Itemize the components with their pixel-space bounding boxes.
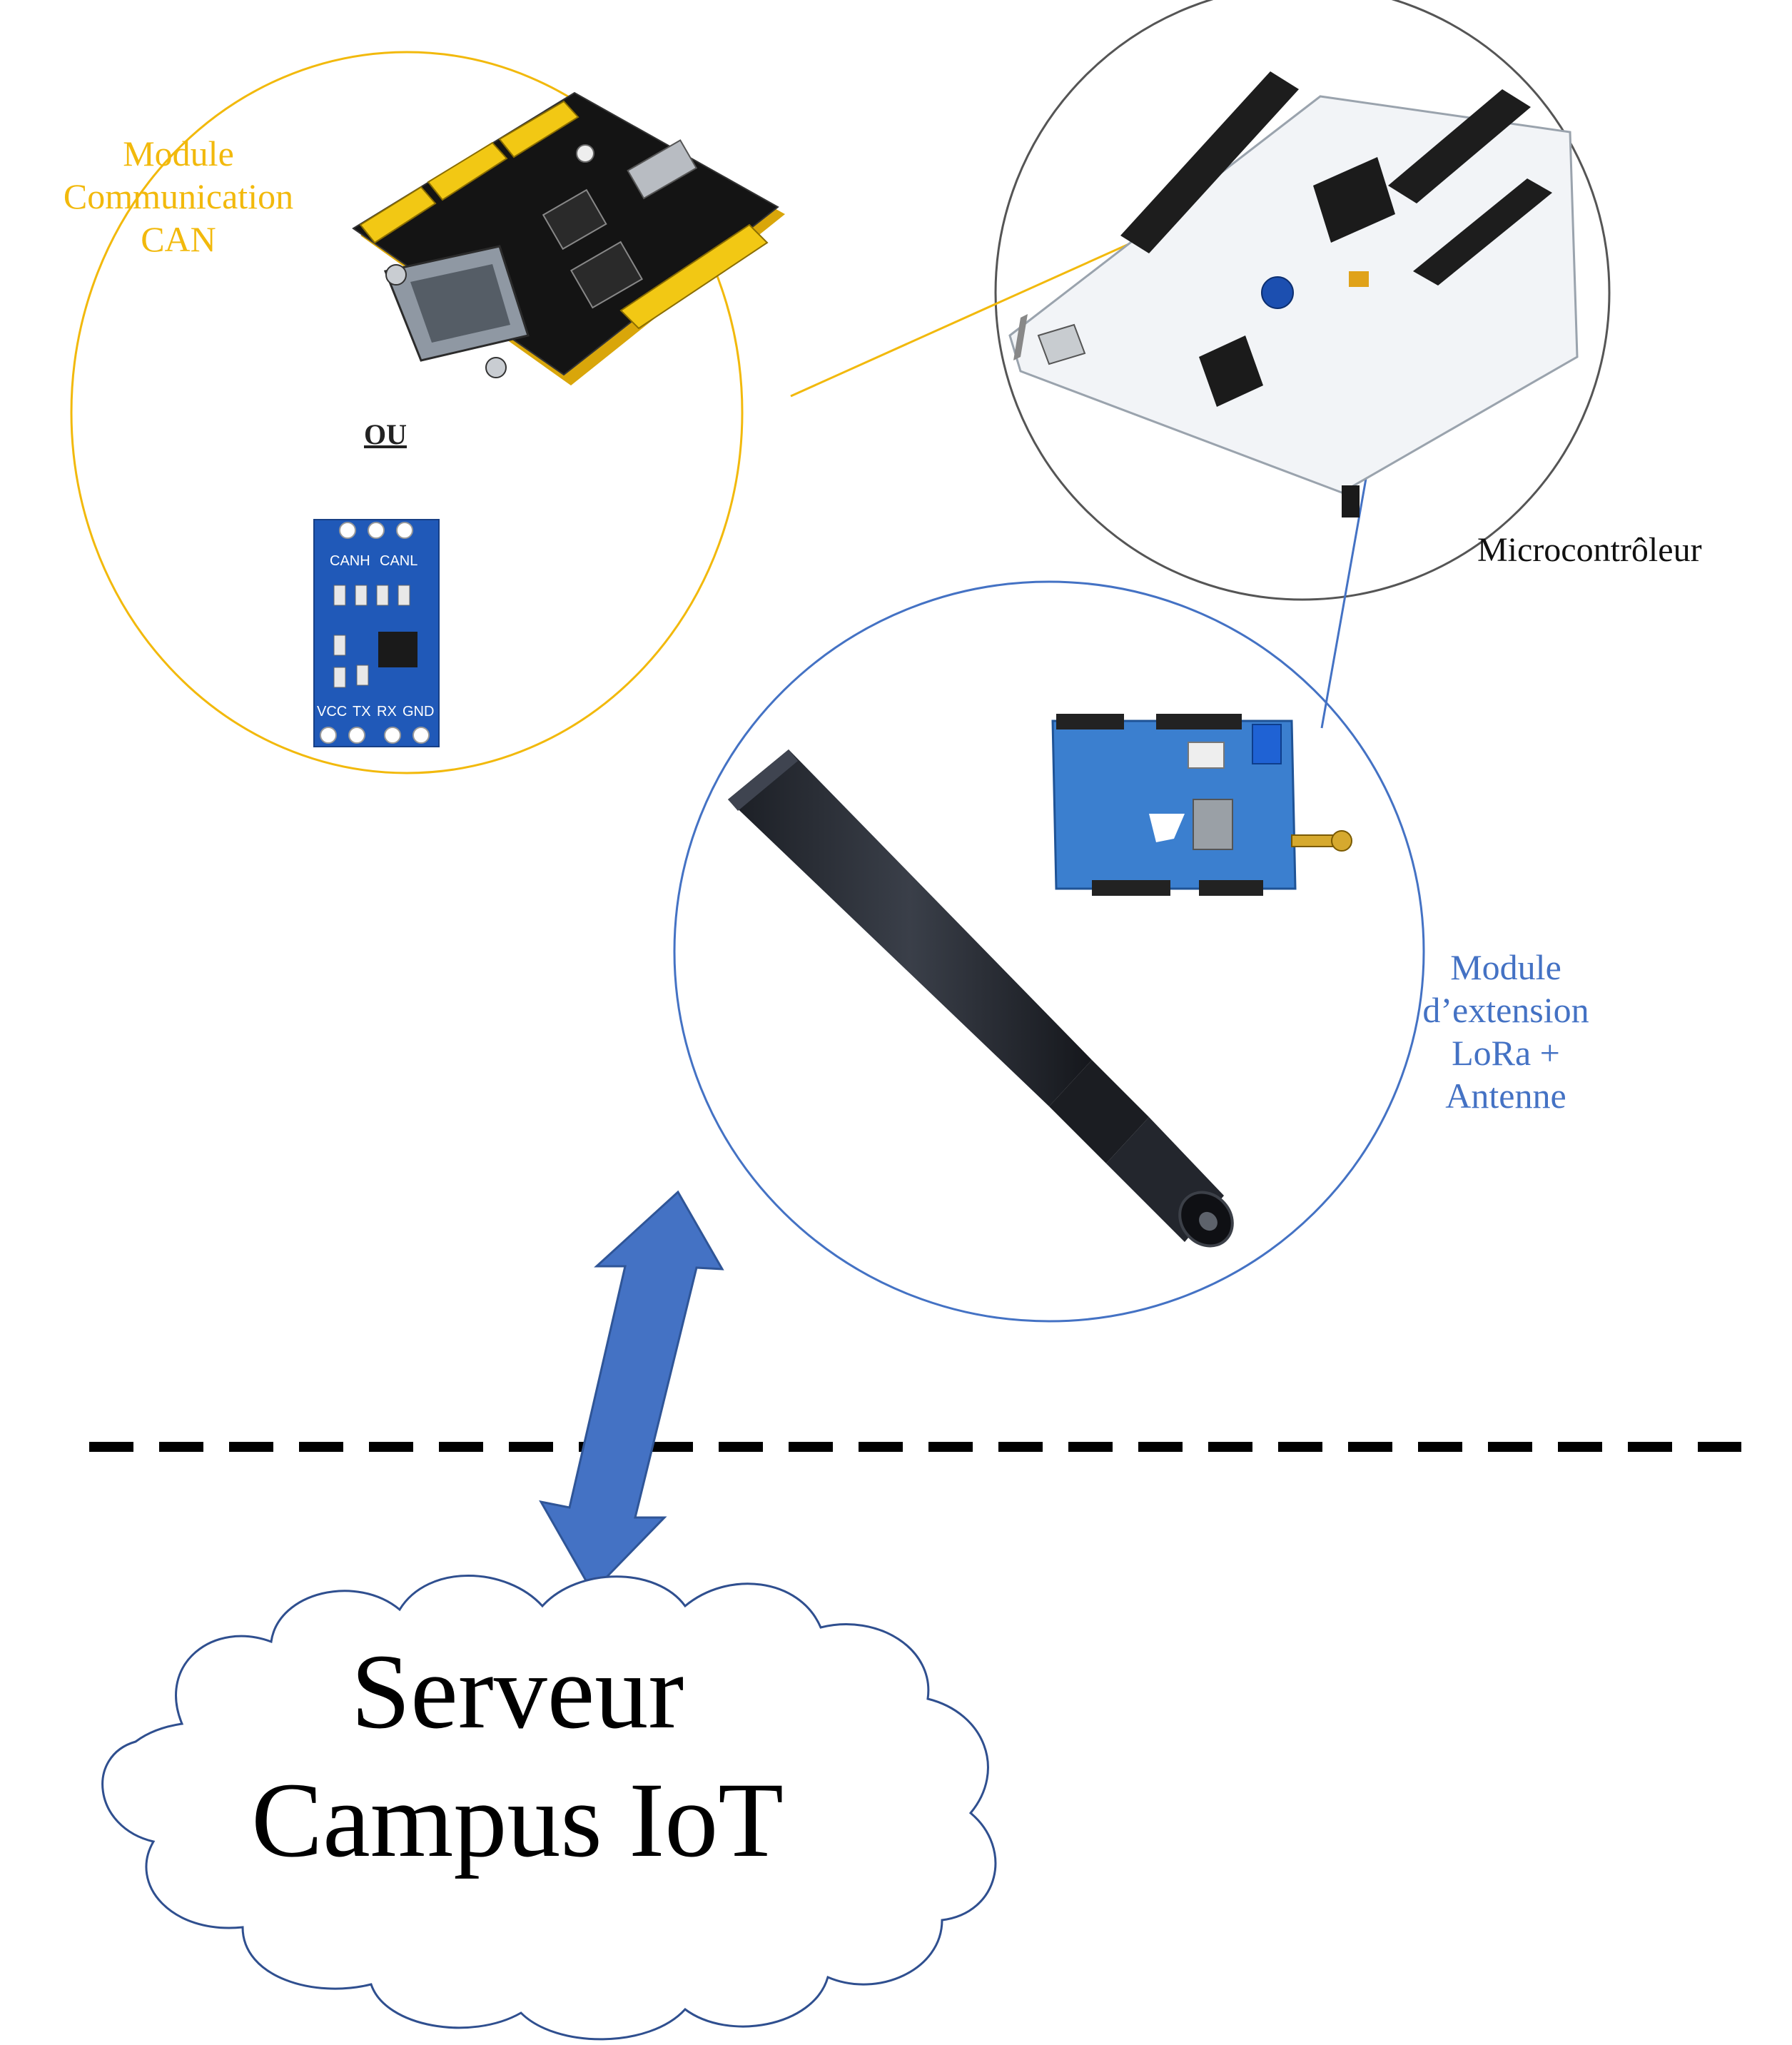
- can-group-ellipse: [70, 51, 744, 774]
- pin-label-tx: TX: [353, 704, 371, 719]
- can-module-label-line2: Communication: [63, 176, 294, 216]
- nucleo-board-icon: [1008, 71, 1579, 517]
- cloud-icon: [101, 1575, 997, 2041]
- server-label-line1: Serveur: [350, 1632, 684, 1751]
- lora-module-label-line4: Antenne: [1445, 1076, 1566, 1116]
- or-label: OU: [364, 418, 407, 450]
- lora-module-label-line2: d’extension: [1422, 990, 1589, 1030]
- pin-label-canh: CANH: [330, 553, 370, 569]
- lora-module-label: Module d’extension LoRa + Antenne: [1399, 946, 1613, 1117]
- can-transceiver-board-icon: CANH CANL VCC TX RX GND: [313, 519, 440, 747]
- server-label: Serveur Campus IoT: [143, 1627, 892, 1884]
- antenna-icon: [728, 749, 1234, 1248]
- can-module-label-line1: Module: [123, 133, 234, 173]
- can-shield-board-icon: [352, 91, 785, 385]
- lora-group-ellipse: [673, 580, 1425, 1323]
- can-module-label: Module Communication CAN: [29, 132, 328, 261]
- pin-label-canl: CANL: [380, 553, 417, 569]
- mcu-group-circle: [994, 0, 1611, 601]
- lora-shield-board-icon: [1051, 714, 1352, 896]
- lora-module-label-line3: LoRa +: [1452, 1033, 1560, 1073]
- can-module-label-line3: CAN: [141, 219, 216, 259]
- double-arrow-icon: [539, 1190, 724, 1594]
- server-label-line2: Campus IoT: [251, 1761, 784, 1879]
- microcontroller-label: Microcontrôleur: [1477, 531, 1702, 569]
- pin-label-rx: RX: [377, 704, 397, 719]
- lora-module-label-line1: Module: [1450, 947, 1561, 987]
- pin-label-vcc: VCC: [317, 704, 347, 719]
- pin-label-gnd: GND: [403, 704, 434, 719]
